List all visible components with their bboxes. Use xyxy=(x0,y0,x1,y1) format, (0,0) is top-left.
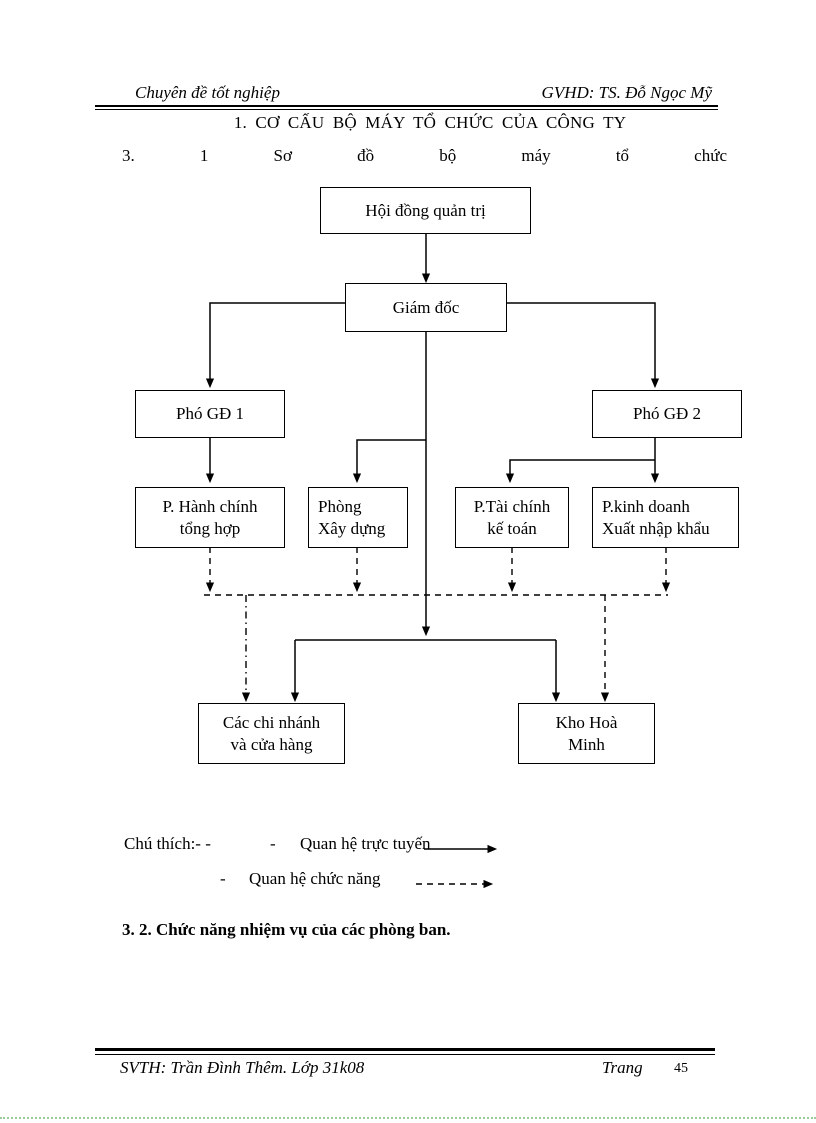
header-rule xyxy=(95,105,718,110)
page-title: 1. CƠ CẤU BỘ MÁY TỔ CHỨC CỦA CÔNG TY xyxy=(233,113,627,132)
org-box-p-tai-chinh: P.Tài chính kế toán xyxy=(455,487,569,548)
footer-page-number: 45 xyxy=(674,1061,688,1076)
legend-label-chuc-nang: Quan hệ chức năng xyxy=(249,869,381,888)
page-subtitle: 3. 1 Sơ đồ bộ máy tổ chức xyxy=(122,146,727,165)
org-box-pho-gd-1: Phó GĐ 1 xyxy=(135,390,285,438)
header-course-title: Chuyên đề tốt nghiệp xyxy=(135,83,280,102)
legend-bullet-1: - xyxy=(270,834,276,853)
header-supervisor: GVHD: TS. Đỗ Ngọc Mỹ xyxy=(541,83,712,102)
connector-phogd2-taichinh xyxy=(505,459,655,484)
org-box-p-hanh-chinh: P. Hành chính tổng hợp xyxy=(135,487,285,548)
legend-bullet-2: - xyxy=(220,869,226,888)
org-box-kho-hoa-minh: Kho Hoà Minh xyxy=(518,703,655,764)
org-box-hoi-dong-quan-tri: Hội đồng quản trị xyxy=(320,187,531,234)
connector-giamdoc-phogd2 xyxy=(507,302,660,389)
footer-rule xyxy=(95,1048,715,1055)
connector-giamdoc-phogd1 xyxy=(205,302,345,389)
section-heading: 3. 2. Chức năng nhiệm vụ của các phòng b… xyxy=(122,920,451,939)
org-box-giam-doc: Giám đốc xyxy=(345,283,507,332)
footer-author: SVTH: Trần Đình Thêm. Lớp 31k08 xyxy=(120,1058,365,1077)
bottom-dotted-divider xyxy=(0,1117,816,1119)
org-box-p-kinh-doanh: P.kinh doanh Xuất nhập khẩu xyxy=(592,487,739,548)
legend-title: Chú thích:- - xyxy=(124,834,211,853)
org-box-pho-gd-2: Phó GĐ 2 xyxy=(592,390,742,438)
connector-giamdoc-xaydung xyxy=(352,439,426,484)
footer-page-label: Trang xyxy=(602,1058,643,1077)
org-box-cac-chi-nhanh: Các chi nhánh và cửa hàng xyxy=(198,703,345,764)
legend-label-truc-tuyen: Quan hệ trực tuyến xyxy=(300,834,431,853)
org-box-phong-xay-dung: Phòng Xây dựng xyxy=(308,487,408,548)
